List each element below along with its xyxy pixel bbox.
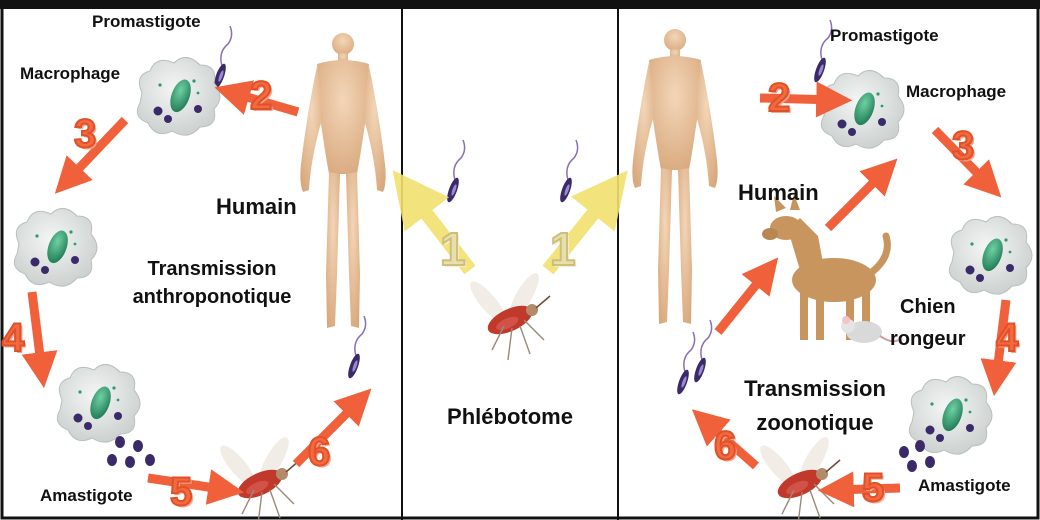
right-step-4: 4 <box>996 318 1018 358</box>
left-transmission-type-label: anthroponotique <box>112 286 312 309</box>
left-step-3: 3 <box>74 114 96 154</box>
left-sandfly <box>215 433 300 520</box>
right-rongeur-label: rongeur <box>890 328 966 351</box>
left-macrophage-bottom <box>57 364 140 442</box>
left-amastigotes <box>107 436 155 468</box>
left-step-6: 6 <box>308 432 330 472</box>
dog-figure <box>762 194 887 340</box>
right-macrophage-top <box>821 70 904 148</box>
left-macrophage-mid <box>14 208 97 286</box>
left-step-5: 5 <box>170 472 192 512</box>
left-macrophage-top <box>137 57 220 135</box>
left-macrophage-label: Macrophage <box>20 64 120 84</box>
right-sandfly <box>755 433 840 520</box>
center-step-1-right: 1 <box>550 226 576 272</box>
left-promastigote-label: Promastigote <box>92 12 201 32</box>
left-humain-label: Humain <box>216 194 297 219</box>
left-human <box>300 33 385 328</box>
right-macrophage-label: Macrophage <box>906 82 1006 102</box>
left-step-4: 4 <box>2 318 24 358</box>
right-chien-label: Chien <box>900 296 956 319</box>
center-phlebotome-label: Phlébotome <box>410 404 610 429</box>
right-transmission-label: Transmission <box>730 376 900 401</box>
right-human <box>632 29 717 324</box>
left-transmission-label: Transmission <box>132 258 292 281</box>
right-humain-label: Humain <box>738 180 819 205</box>
right-promastigote-label: Promastigote <box>830 26 939 46</box>
right-step-3: 3 <box>952 126 974 166</box>
right-step-5: 5 <box>862 468 884 508</box>
left-step-2: 2 <box>250 76 272 116</box>
center-step-1-left: 1 <box>440 226 466 272</box>
right-step-2: 2 <box>768 78 790 118</box>
right-transmission-type-label: zoonotique <box>730 410 900 435</box>
right-macrophage-mid <box>949 216 1032 294</box>
left-amastigote-label: Amastigote <box>40 486 133 506</box>
right-promastigote-top <box>812 20 832 84</box>
right-amastigote-label: Amastigote <box>918 476 1011 496</box>
center-sandfly <box>465 269 550 360</box>
right-promastigote-left-2 <box>692 320 712 384</box>
center-promastigote-left <box>445 140 465 204</box>
right-promastigote-left <box>675 332 695 396</box>
center-promastigote-right <box>558 140 578 204</box>
